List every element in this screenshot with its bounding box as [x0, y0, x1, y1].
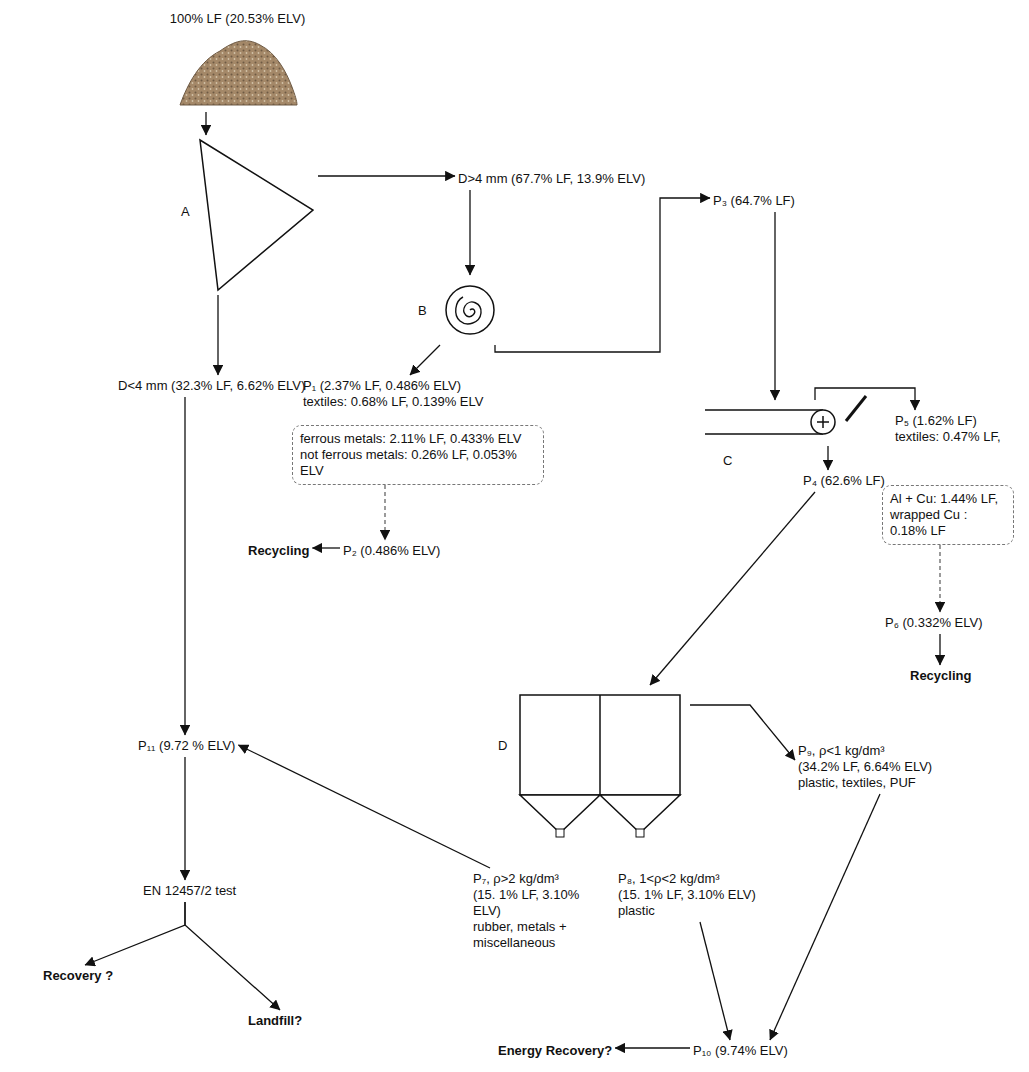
equipment-symbol — [495, 685, 690, 850]
flow-arrow — [184, 757, 185, 880]
flow-arrow — [85, 902, 185, 965]
node-text: rubber, metals + miscellaneous — [473, 919, 607, 951]
flow-arrow — [815, 388, 915, 410]
unit-letter: A — [181, 204, 190, 220]
text-node: Recovery ? — [40, 965, 116, 987]
flow-arrow — [238, 745, 490, 868]
text-node: P₉, ρ<1 kg/dm³(34.2% LF, 6.64% ELV)plast… — [795, 740, 935, 794]
node-text: ferrous metals: 2.11% LF, 0.433% ELV — [300, 431, 536, 447]
text-node: P₁₁ (9.72 % ELV) — [135, 735, 238, 757]
node-text: Recovery ? — [43, 968, 113, 984]
flow-arrow — [615, 1047, 690, 1048]
node-text: Recycling — [248, 543, 309, 559]
node-text: 100% LF (20.53% ELV) — [153, 11, 322, 27]
node-text: plastic — [618, 903, 757, 919]
text-node: Recycling — [907, 665, 974, 687]
node-text: P₇, ρ>2 kg/dm³ — [473, 871, 607, 887]
residue-pile — [176, 31, 300, 109]
flow-arrow — [205, 112, 206, 135]
node-text: textiles: 0.68% LF, 0.139% ELV — [303, 394, 483, 410]
node-text: P₁ (2.37% LF, 0.486% ELV) — [303, 378, 483, 394]
flow-arrow — [318, 175, 455, 176]
node-text: P₃ (64.7% LF) — [713, 193, 795, 209]
unit-letter: C — [723, 453, 732, 469]
node-text: (15. 1% LF, 3.10% ELV) — [473, 887, 607, 919]
flow-arrow — [217, 295, 218, 375]
node-text: Landfill? — [248, 1013, 302, 1029]
text-node: 100% LF (20.53% ELV) — [150, 8, 325, 112]
node-text: P₂ (0.486% ELV) — [343, 543, 440, 559]
flow-arrow — [410, 345, 440, 375]
text-node: D<4 mm (32.3% LF, 6.62% ELV) — [115, 375, 308, 397]
flow-arrow — [384, 485, 385, 540]
flow-arrow — [495, 198, 710, 352]
text-node: EN 12457/2 test — [140, 880, 239, 902]
flow-arrow — [700, 922, 730, 1040]
flow-arrow — [650, 492, 815, 685]
text-node: ferrous metals: 2.11% LF, 0.433% ELVnot … — [292, 425, 544, 485]
node-text: P₁₁ (9.72 % ELV) — [138, 738, 235, 754]
text-node: P₈, 1<ρ<2 kg/dm³(15. 1% LF, 3.10% ELV)pl… — [615, 868, 760, 922]
equipment-node: A — [178, 135, 318, 295]
text-node: P₂ (0.486% ELV) — [340, 540, 443, 562]
text-node: P₇, ρ>2 kg/dm³(15. 1% LF, 3.10% ELV)rubb… — [470, 868, 610, 954]
text-node: Recycling — [245, 540, 312, 562]
flow-arrow — [827, 446, 828, 470]
text-node: P₃ (64.7% LF) — [710, 190, 798, 212]
unit-letter: D — [498, 738, 507, 754]
flow-arrow — [185, 902, 280, 1010]
text-node: P₄ (62.6% LF) — [800, 470, 888, 492]
node-text: P₄ (62.6% LF) — [803, 473, 885, 489]
node-text: P₁₀ (9.74% ELV) — [693, 1043, 788, 1059]
node-text: D>4 mm (67.7% LF, 13.9% ELV) — [458, 171, 645, 187]
splitter-bar — [846, 396, 866, 421]
node-text: not ferrous metals: 0.26% LF, 0.053% ELV — [300, 447, 536, 479]
node-text: (15. 1% LF, 3.10% ELV) — [618, 887, 757, 903]
node-text: textiles: 0.47% LF, — [895, 429, 1021, 445]
text-node: P₁ (2.37% LF, 0.486% ELV)textiles: 0.68%… — [300, 375, 486, 413]
text-node: Landfill? — [245, 1010, 305, 1032]
node-text: wrapped Cu : 0.18% LF — [890, 507, 1006, 539]
flow-arrow — [939, 545, 940, 612]
text-node: D>4 mm (67.7% LF, 13.9% ELV) — [455, 168, 648, 190]
equipment-symbol — [705, 400, 835, 446]
text-node: Energy Recovery? — [495, 1040, 615, 1062]
node-text: Recycling — [910, 668, 971, 684]
node-text: P₅ (1.62% LF) — [895, 413, 1021, 429]
flow-arrow — [774, 212, 775, 400]
text-node: Al + Cu: 1.44% LF,wrapped Cu : 0.18% LF — [882, 485, 1014, 545]
equipment-node: C — [705, 400, 835, 446]
equipment-symbol — [178, 135, 318, 295]
flow-arrow — [690, 705, 795, 760]
equipment-node: B — [415, 275, 510, 345]
node-text: plastic, textiles, PUF — [798, 775, 932, 791]
unit-letter: B — [418, 303, 427, 319]
equipment-symbol — [415, 275, 510, 345]
node-text: EN 12457/2 test — [143, 883, 236, 899]
text-node: P₁₀ (9.74% ELV) — [690, 1040, 791, 1062]
equipment-node: D — [495, 685, 690, 850]
node-text: P₈, 1<ρ<2 kg/dm³ — [618, 871, 757, 887]
flow-arrow — [939, 634, 940, 665]
node-text: P₆ (0.332% ELV) — [885, 615, 983, 631]
node-text: P₉, ρ<1 kg/dm³ — [798, 743, 932, 759]
text-node: P₆ (0.332% ELV) — [882, 612, 986, 634]
pile-illustration — [153, 31, 322, 109]
flow-arrow — [312, 547, 340, 548]
node-text: (34.2% LF, 6.64% ELV) — [798, 759, 932, 775]
flow-arrow — [770, 794, 880, 1040]
node-text: Al + Cu: 1.44% LF, — [890, 491, 1006, 507]
node-text: D<4 mm (32.3% LF, 6.62% ELV) — [118, 378, 305, 394]
flow-arrow — [184, 397, 185, 735]
flow-arrow — [469, 190, 470, 275]
node-text: Energy Recovery? — [498, 1043, 612, 1059]
text-node: P₅ (1.62% LF)textiles: 0.47% LF, — [892, 410, 1024, 448]
